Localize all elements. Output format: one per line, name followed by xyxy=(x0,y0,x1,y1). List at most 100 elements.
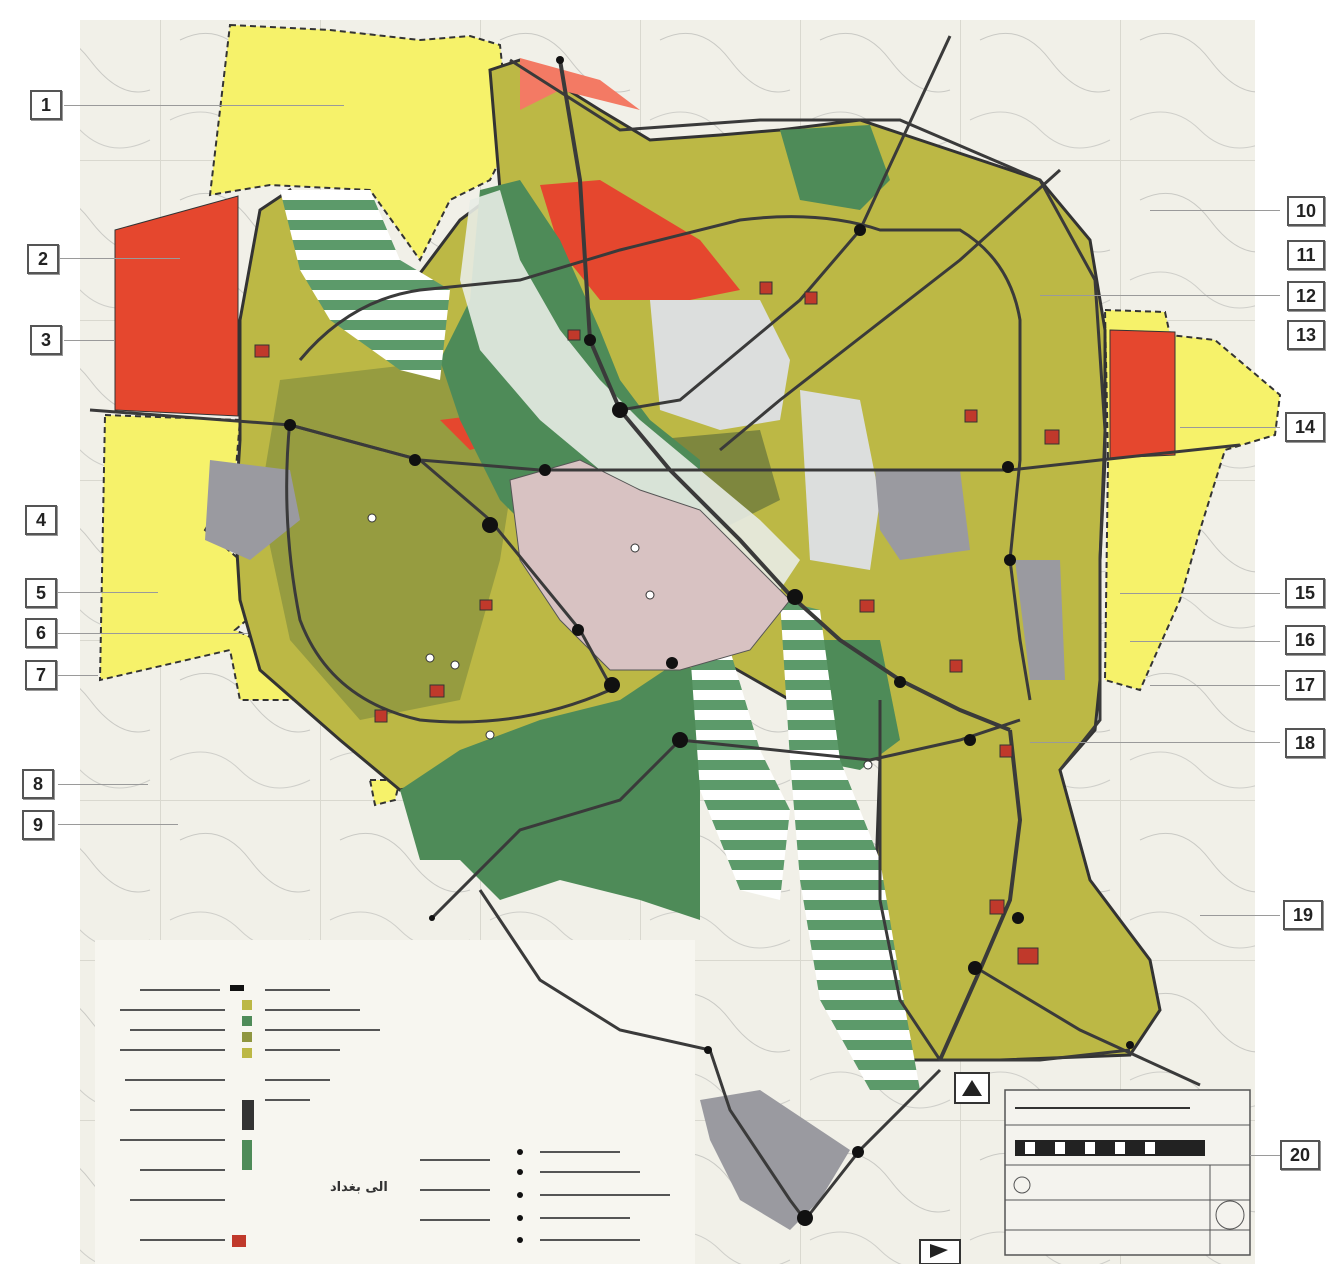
river-bed-east xyxy=(800,390,880,570)
leader-line-3 xyxy=(64,340,114,341)
grey-zone-west xyxy=(205,460,300,560)
legend-heading: الی بغداد xyxy=(330,1180,388,1195)
grey-zone-east-lower xyxy=(1015,560,1065,680)
junction-node xyxy=(604,677,620,693)
leader-line-20 xyxy=(1250,1155,1280,1156)
green-belt-north xyxy=(780,125,890,210)
residential-dense-west xyxy=(260,360,520,720)
leader-line-2 xyxy=(60,258,180,259)
junction-node xyxy=(584,334,596,346)
road-southeast-exit xyxy=(979,968,1201,1087)
callout-15[interactable]: 15 xyxy=(1285,578,1325,608)
junction-node xyxy=(672,732,688,748)
callout-17[interactable]: 17 xyxy=(1285,670,1325,700)
callout-18[interactable]: 18 xyxy=(1285,728,1325,758)
junction-node xyxy=(539,464,551,476)
callout-7[interactable]: 7 xyxy=(25,660,57,690)
striped-belt-south-right xyxy=(780,600,920,1090)
leader-line-1 xyxy=(64,105,344,106)
callout-12[interactable]: 12 xyxy=(1287,281,1325,311)
junction-node xyxy=(968,961,982,975)
junction-node xyxy=(666,657,678,669)
grey-zone-east xyxy=(875,470,970,560)
leader-line-18 xyxy=(1030,742,1280,743)
junction-node xyxy=(787,589,803,605)
leader-line-5 xyxy=(58,592,158,593)
road-south-spine xyxy=(938,729,1023,1061)
callout-10[interactable]: 10 xyxy=(1287,196,1325,226)
junction-node xyxy=(572,624,584,636)
leader-line-6 xyxy=(58,633,248,634)
leader-line-12 xyxy=(1040,295,1280,296)
industrial-zone-north xyxy=(520,58,640,110)
junction-node xyxy=(1002,461,1014,473)
junction-node xyxy=(429,915,435,921)
callout-6[interactable]: 6 xyxy=(25,618,57,648)
leader-line-7 xyxy=(58,675,98,676)
leader-line-16 xyxy=(1130,641,1280,642)
callout-16[interactable]: 16 xyxy=(1285,625,1325,655)
callout-3[interactable]: 3 xyxy=(30,325,62,355)
leader-line-17 xyxy=(1150,685,1280,686)
junction-node xyxy=(1012,912,1024,924)
road-northeast xyxy=(619,35,952,412)
leader-line-15 xyxy=(1120,593,1280,594)
green-zone-south xyxy=(400,660,720,920)
legend-area xyxy=(95,940,695,1264)
river-bed xyxy=(460,190,800,590)
direction-arrow-icon xyxy=(919,1239,961,1264)
leader-line-19 xyxy=(1200,915,1280,916)
white-markers xyxy=(367,513,873,770)
callout-19[interactable]: 19 xyxy=(1283,900,1323,930)
junction-node xyxy=(704,1046,712,1054)
callout-14[interactable]: 14 xyxy=(1285,412,1325,442)
junction-node xyxy=(854,224,866,236)
callout-1[interactable]: 1 xyxy=(30,90,62,120)
callout-2[interactable]: 2 xyxy=(27,244,59,274)
inner-ring-road xyxy=(298,215,1032,701)
junction-node xyxy=(284,419,296,431)
junction-node xyxy=(964,734,976,746)
legend-text-lines xyxy=(120,989,670,1241)
junction-node xyxy=(556,56,564,64)
legend-symbols xyxy=(230,985,523,1247)
east-south-ring-road xyxy=(878,700,1131,1062)
leader-line-14 xyxy=(1180,427,1280,428)
junction-node xyxy=(894,676,906,688)
grey-zone-south xyxy=(700,1090,850,1230)
industrial-zone-northwest xyxy=(114,195,239,417)
outer-ring-road xyxy=(509,58,1107,771)
junction-node xyxy=(852,1146,864,1158)
callout-20[interactable]: 20 xyxy=(1280,1140,1320,1170)
callout-5[interactable]: 5 xyxy=(25,578,57,608)
callout-8[interactable]: 8 xyxy=(22,769,54,799)
road-southwest xyxy=(428,738,682,922)
expansion-zone-north xyxy=(208,23,512,262)
callout-4[interactable]: 4 xyxy=(25,505,57,535)
junction-node xyxy=(409,454,421,466)
striped-belt-northwest xyxy=(280,190,450,380)
road-east-southeast xyxy=(679,718,1021,762)
leader-line-9 xyxy=(58,824,178,825)
leader-line-8 xyxy=(58,784,148,785)
leader-line-10 xyxy=(1150,210,1280,211)
junction-node xyxy=(797,1210,813,1226)
industrial-zone-east xyxy=(1109,329,1176,459)
callout-9[interactable]: 9 xyxy=(22,810,54,840)
junction-node xyxy=(1004,554,1016,566)
callout-13[interactable]: 13 xyxy=(1287,320,1325,350)
callout-11[interactable]: 11 xyxy=(1287,240,1325,270)
old-city-core xyxy=(509,459,791,671)
industrial-zone-center-north xyxy=(540,180,740,300)
junction-node xyxy=(612,402,628,418)
striped-belt-south-left xyxy=(690,650,790,900)
road-northsouth-spine xyxy=(558,59,1011,732)
west-ring-road xyxy=(285,419,611,724)
road-east-diagonal xyxy=(719,168,1062,452)
junction-node xyxy=(482,517,498,533)
facility-markers xyxy=(254,281,1060,965)
north-arrow-icon xyxy=(954,1072,990,1104)
title-block xyxy=(1004,1089,1251,1256)
